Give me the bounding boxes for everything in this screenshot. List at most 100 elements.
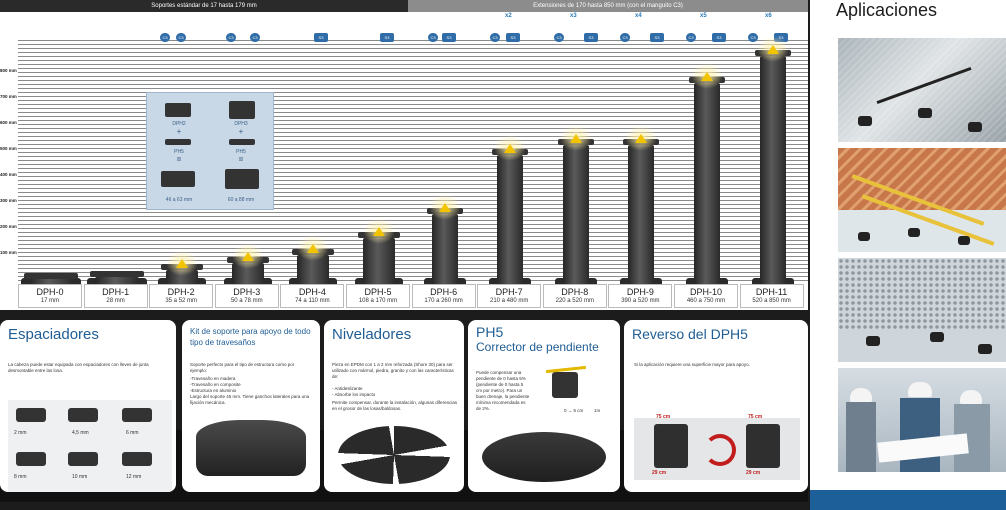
- list-item: - Absorbe los impacto: [332, 392, 376, 397]
- product-range: 35 a 52 mm: [165, 298, 198, 304]
- inset-caption: 46 a 63 mm: [165, 197, 193, 203]
- panel-title: Niveladores: [332, 326, 412, 343]
- engineers-photo: [838, 368, 1006, 472]
- inset-label: PH5: [236, 149, 246, 155]
- y-axis: 800 mm 700 mm 600 mm 500 mm 400 mm 300 m…: [0, 40, 18, 284]
- product-name: DPH-6: [430, 287, 458, 297]
- equals-icon: =: [238, 155, 244, 164]
- stone-tiles-image: [838, 38, 1006, 142]
- spacer-10mm-image: [68, 452, 98, 466]
- c3-icon: C3: [620, 33, 630, 42]
- arrow-up-icon: [504, 144, 517, 154]
- pedestal-column: [628, 144, 655, 284]
- c3-icon: C3: [490, 33, 500, 42]
- arrow-up-icon: [176, 259, 189, 269]
- pedestal-column: [431, 214, 458, 284]
- grating-image: [838, 258, 1006, 362]
- plus-icon: +: [238, 127, 244, 136]
- ph5-diagram: [229, 139, 255, 145]
- inset-label: DPH3: [234, 121, 248, 127]
- product-range: 28 mm: [106, 298, 125, 304]
- spacer-size: 8 mm: [14, 474, 27, 480]
- leveler-pad-image: [338, 426, 450, 484]
- y-label: 700 mm: [0, 94, 17, 99]
- ph5-diagram: [165, 139, 191, 145]
- panel-ph5: PH5 Corrector de pendiente Puede compens…: [468, 320, 620, 492]
- spacer-2mm-image: [16, 408, 46, 422]
- product-range: 170 a 260 mm: [424, 298, 463, 304]
- extension-range-banner: Extensiones de 170 hasta 850 mm (con el …: [408, 0, 808, 12]
- product-name: DPH-3: [233, 287, 261, 297]
- pedestal-head: [89, 270, 144, 277]
- product-range: 390 a 520 mm: [621, 298, 660, 304]
- spacer-size: 10 mm: [72, 474, 88, 480]
- bottom-tag: 29 cm: [652, 470, 667, 476]
- c3-icon: C3: [428, 33, 438, 42]
- y-label: 200 mm: [0, 224, 17, 229]
- pedestal-column: [497, 155, 524, 284]
- list-item: -Travesaño en composite: [190, 382, 241, 387]
- s3-icon: S3: [506, 33, 520, 42]
- pedestal-column: [363, 238, 395, 284]
- ph5-disc-image: [482, 432, 606, 482]
- y-label: 400 mm: [0, 172, 17, 177]
- product-name: DPH-0: [36, 287, 64, 297]
- panel-subtitle: Corrector de pendiente: [476, 340, 599, 354]
- applications-sidebar: Aplicaciones: [810, 0, 1006, 510]
- panel-text: Permite compensar, durante la instalació…: [332, 400, 458, 411]
- ph5-pedestal-image: [552, 372, 578, 398]
- product-name: DPH-8: [561, 287, 589, 297]
- c3-icon: C3: [176, 33, 186, 42]
- pedestal-column: [759, 56, 786, 284]
- y-label: 500 mm: [0, 146, 17, 151]
- pedestal-upright-image: [654, 424, 688, 468]
- list-item: -Travesaño en madera: [190, 376, 236, 381]
- panel-levelers: Niveladores Pieza en EPDM con 1 a 2 mm r…: [324, 320, 464, 492]
- list-item: -Estructura en aluminio: [190, 388, 237, 393]
- spacer-size: 4,5 mm: [72, 430, 89, 436]
- bottom-tag: 29 cm: [746, 470, 761, 476]
- slope-measure: 1m: [594, 408, 601, 413]
- pedestal-column: [29, 279, 73, 284]
- y-label: 800 mm: [0, 68, 17, 73]
- combined-diagram: [225, 169, 259, 189]
- spacer-6mm-image: [122, 408, 152, 422]
- y-label: 300 mm: [0, 198, 17, 203]
- s3-icon: S3: [712, 33, 726, 42]
- panel-text: Soporte perfecto para el tipo de estruct…: [190, 362, 295, 373]
- pedestal-column: [94, 276, 139, 284]
- equals-icon: =: [176, 155, 182, 164]
- wood-decking-image: [838, 148, 1006, 252]
- top-tag: 75 cm: [748, 414, 763, 420]
- combined-diagram: [161, 171, 195, 187]
- y-label: 600 mm: [0, 120, 17, 125]
- panel-text: Puede compensar una pendiente de 0 hasta…: [476, 370, 530, 411]
- c3-icon: C3: [686, 33, 696, 42]
- slope-corrector-inset: DPH2 + PH5 = 46 a 63 mm DPH3 + PH5 = 60 …: [146, 92, 274, 210]
- product-range: 460 a 750 mm: [686, 298, 726, 304]
- batten-kit-image: [196, 420, 306, 476]
- panel-text: Pieza en EPDM con 1 a 2 mm reforzada (Sh…: [332, 362, 454, 379]
- multiplier-label: x2: [505, 13, 512, 19]
- s3-icon: S3: [584, 33, 598, 42]
- spacer-size: 12 mm: [126, 474, 142, 480]
- panel-text: Si la aplicación requiere una superficie…: [634, 362, 750, 367]
- product-name: DPH-10: [689, 287, 722, 297]
- arrow-up-icon: [373, 227, 385, 237]
- arrow-up-icon: [438, 203, 451, 213]
- arrow-up-icon: [701, 71, 713, 81]
- product-name: DPH-2: [167, 287, 195, 297]
- pedestal-column: [562, 144, 589, 284]
- pedestal-range-chart: Soportes estándar de 17 hasta 179 mm Ext…: [0, 0, 808, 310]
- arrow-up-icon: [635, 133, 648, 143]
- arrow-up-icon: [241, 252, 254, 262]
- applications-title: Aplicaciones: [836, 0, 938, 20]
